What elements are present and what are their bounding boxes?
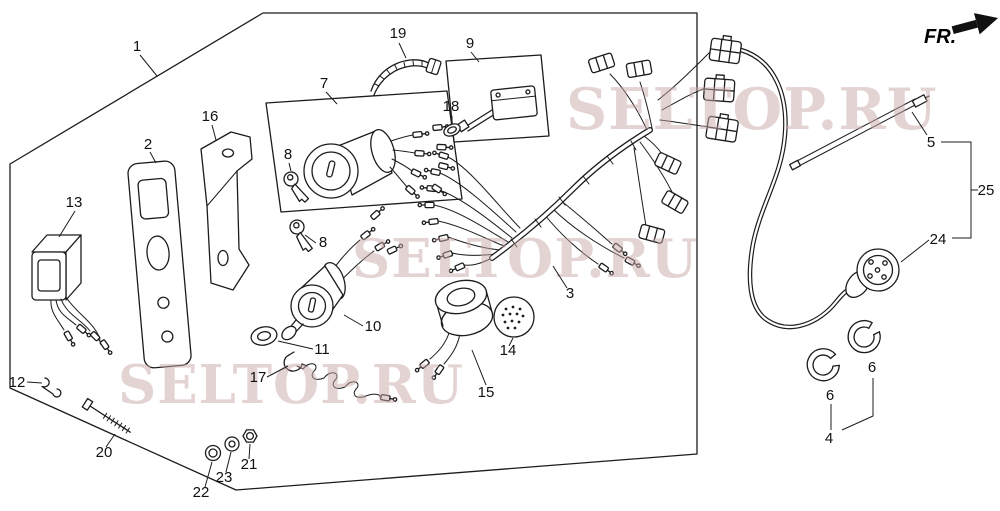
callout-6a: 6 bbox=[826, 387, 834, 404]
callout-1: 1 bbox=[133, 38, 141, 55]
frame-outline bbox=[9, 12, 698, 491]
watermark-text-1: SELTOP.RU bbox=[566, 76, 937, 143]
callout-21: 21 bbox=[241, 456, 258, 473]
callout-11: 11 bbox=[314, 341, 330, 358]
callout-4: 4 bbox=[825, 430, 833, 447]
callout-19: 19 bbox=[390, 25, 407, 42]
part-9-switch-box bbox=[445, 54, 550, 143]
callout-8a: 8 bbox=[284, 146, 292, 163]
callout-15: 15 bbox=[478, 384, 495, 401]
fr-indicator: FR. bbox=[924, 13, 999, 48]
callout-9: 9 bbox=[466, 35, 474, 52]
callout-18: 18 bbox=[443, 98, 460, 115]
part-14-cap bbox=[493, 296, 535, 338]
callout-8b: 8 bbox=[319, 234, 327, 251]
part-16-bracket bbox=[200, 131, 253, 291]
callout-23: 23 bbox=[216, 469, 233, 486]
callout-6b: 6 bbox=[868, 359, 876, 376]
part-3-wire-harness bbox=[417, 33, 743, 277]
part-6-clamp-a bbox=[803, 345, 843, 385]
part-8-key-b bbox=[284, 217, 319, 253]
harness-wrap-ticks bbox=[510, 140, 637, 248]
part-20-screw bbox=[81, 397, 131, 434]
part-7-switch-box bbox=[265, 90, 463, 213]
callout-10: 10 bbox=[365, 318, 382, 335]
watermark-text-3: SELTOP.RU bbox=[118, 354, 464, 416]
part-11-ring bbox=[250, 326, 278, 346]
callout-7: 7 bbox=[320, 75, 328, 92]
callout-leader-lines bbox=[26, 42, 978, 488]
part-6-clamp-b bbox=[845, 317, 883, 356]
callout-14: 14 bbox=[500, 342, 517, 359]
part-24-connector bbox=[845, 248, 900, 298]
fr-arrow-icon bbox=[951, 13, 999, 35]
part-18-nut bbox=[443, 123, 461, 137]
watermarks: SELTOP.RU SELTOP.RU SELTOP.RU bbox=[118, 76, 937, 416]
callout-12: 12 bbox=[9, 374, 26, 391]
callout-17: 17 bbox=[250, 369, 267, 386]
callout-2: 2 bbox=[144, 136, 152, 153]
part-23-washer bbox=[224, 436, 240, 452]
part-12-clip bbox=[41, 377, 62, 398]
callout-16: 16 bbox=[202, 108, 219, 125]
part-9-switch bbox=[456, 85, 538, 133]
callout-22: 22 bbox=[193, 484, 210, 501]
callout-20: 20 bbox=[96, 444, 113, 461]
watermark-text-2: SELTOP.RU bbox=[352, 228, 698, 290]
coil-cord bbox=[296, 363, 398, 403]
part-10-switch bbox=[281, 204, 405, 341]
callout-24: 24 bbox=[930, 231, 947, 248]
callouts: 1 2 3 4 5 6 6 7 8 8 9 10 11 12 13 14 15 … bbox=[9, 25, 995, 501]
part-13-stop-switch bbox=[31, 234, 114, 357]
part-2-panel bbox=[127, 160, 192, 369]
part-5-wire bbox=[788, 94, 930, 171]
callout-5: 5 bbox=[927, 134, 935, 151]
callout-25: 25 bbox=[978, 182, 995, 199]
fr-label: FR. bbox=[924, 26, 956, 48]
part-19-band bbox=[370, 57, 442, 96]
part-21-nut bbox=[242, 429, 258, 443]
part-22-grommet bbox=[204, 444, 222, 462]
callout-13: 13 bbox=[66, 194, 83, 211]
part-24-cable-loop bbox=[738, 47, 857, 330]
part-7-ignition-switch bbox=[303, 123, 456, 201]
callout-3: 3 bbox=[566, 285, 574, 302]
part-15-buzzer bbox=[413, 279, 494, 382]
